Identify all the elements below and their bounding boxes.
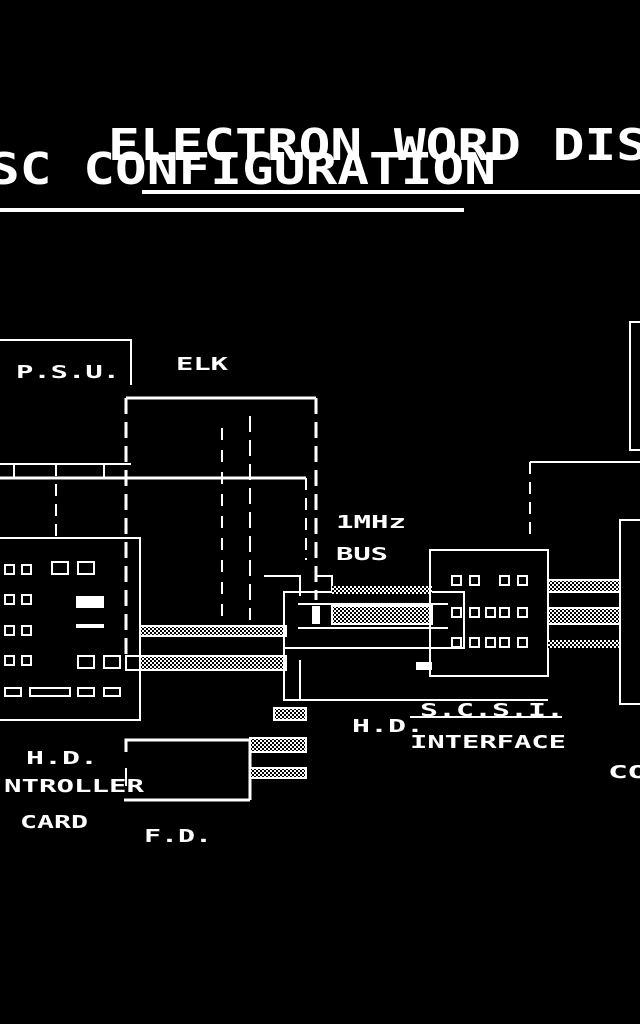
scsi-led xyxy=(416,662,432,670)
bus-ribbon-top xyxy=(332,586,432,594)
ribbon-cable-end xyxy=(125,655,141,671)
scsi-label: S.C.S.I. xyxy=(420,700,564,721)
controller-chips xyxy=(4,561,121,697)
scsi-ribbon-1 xyxy=(547,579,621,593)
fd-ribbon-3 xyxy=(249,767,307,779)
title-underline-lower xyxy=(0,208,464,212)
scsi-underline xyxy=(410,716,562,718)
ribbon-cable-lower xyxy=(139,655,287,671)
card-label: CARD xyxy=(20,812,88,833)
bus-1mhz-label: 1MHz xyxy=(336,512,406,533)
hd-left-label: H.D. xyxy=(26,748,98,769)
psu-box xyxy=(0,339,132,465)
fd-ribbon-2 xyxy=(249,737,307,753)
hd-center-label: H.D. xyxy=(352,716,424,737)
psu-connectors xyxy=(13,464,105,540)
controller-line xyxy=(76,624,104,628)
controller-block xyxy=(76,596,104,608)
scsi-interface-card xyxy=(429,549,549,677)
fd-ribbon-1 xyxy=(273,707,307,721)
scsi-ribbon-3 xyxy=(548,640,620,648)
title-line-2: SC CONFIGURATION xyxy=(0,144,496,195)
bus-label: BUS xyxy=(336,544,388,565)
bus-ribbon xyxy=(331,605,433,625)
elk-box xyxy=(0,396,318,660)
title-underline-upper xyxy=(142,190,640,194)
elk-label: ELK xyxy=(176,354,228,375)
psu-label: P.S.U. xyxy=(16,362,120,383)
title-line-1: ELECTRON WORD DIS xyxy=(108,120,640,171)
scsi-ribbon-2 xyxy=(547,607,621,625)
cut-right-label: CO xyxy=(608,762,640,783)
bus-plug xyxy=(312,606,320,624)
ribbon-cable-upper xyxy=(139,625,287,637)
interface-label: INTERFACE xyxy=(410,732,566,753)
fd-label: F.D. xyxy=(144,826,212,847)
right-unit xyxy=(529,321,640,705)
controller-label: NTROLLER xyxy=(4,776,144,797)
